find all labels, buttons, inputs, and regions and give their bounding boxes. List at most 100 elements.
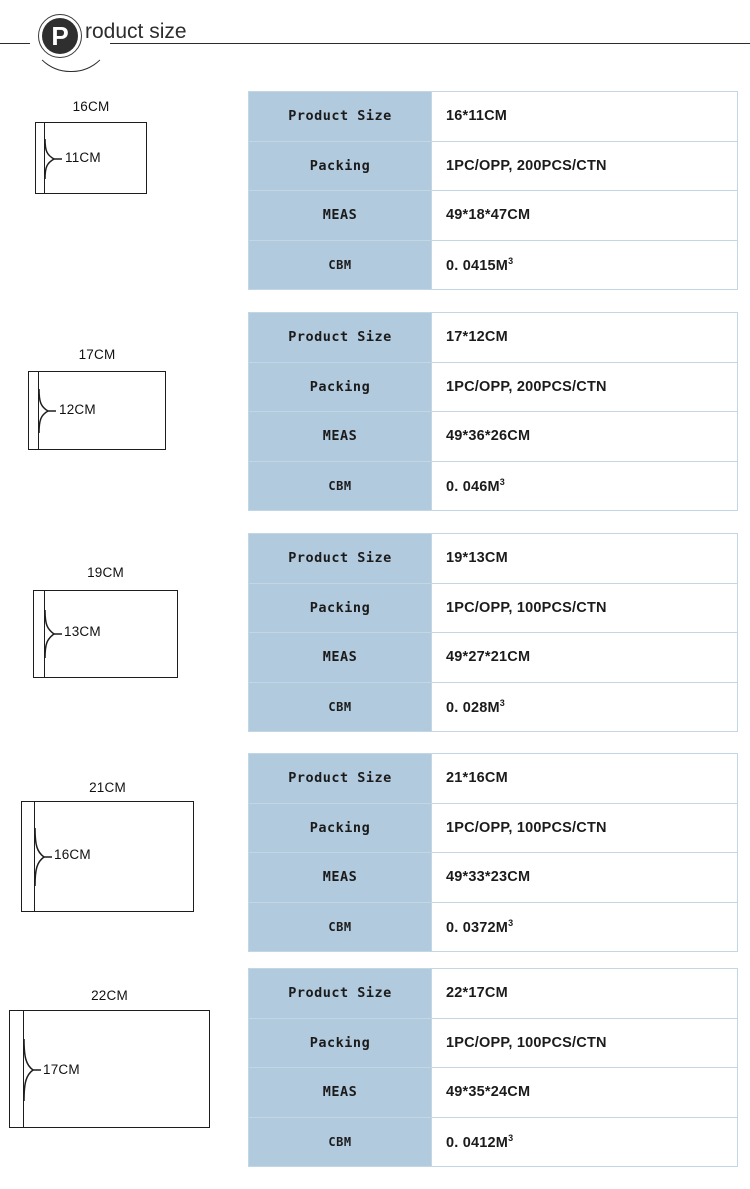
row-value-cbm: 0. 046M3 [431,460,738,511]
spec-table: Product Size 21*16CM Packing 1PC/OPP, 10… [248,753,738,952]
row-value-meas: 49*27*21CM [431,632,738,683]
row-value-product-size: 17*12CM [431,312,738,363]
spec-block: 22CM 17CM Product Size 22*17CM Packing 1… [0,968,750,1167]
table-row: Product Size 21*16CM [248,753,738,804]
bag-width-label: 16CM [72,99,110,114]
table-row: Packing 1PC/OPP, 100PCS/CTN [248,802,738,853]
row-label-product-size: Product Size [248,312,432,363]
row-value-cbm: 0. 028M3 [431,681,738,732]
bag-diagram: 21CM 16CM [21,758,194,923]
bag-diagram: 16CM 11CM [35,99,147,213]
spec-table: Product Size 16*11CM Packing 1PC/OPP, 20… [248,91,738,290]
page-header: P roduct size [0,0,750,72]
row-label-product-size: Product Size [248,91,432,142]
cbm-number: 0. 0372M [446,919,509,936]
row-value-cbm: 0. 0372M3 [431,901,738,952]
row-label-packing: Packing [248,1017,432,1068]
spec-table: Product Size 22*17CM Packing 1PC/OPP, 10… [248,968,738,1167]
product-badge-letter-icon: P [42,18,78,54]
row-value-packing: 1PC/OPP, 100PCS/CTN [431,582,738,633]
bag-height-label: 17CM [43,1062,80,1077]
cbm-exponent: 3 [508,1132,514,1143]
bag-outline [9,1010,210,1128]
row-label-cbm: CBM [248,681,432,732]
row-label-meas: MEAS [248,190,432,241]
cbm-exponent: 3 [508,917,514,928]
table-row: MEAS 49*35*24CM [248,1067,738,1118]
height-brace-icon [43,139,65,179]
bag-flap-line [23,1011,24,1127]
table-row: Packing 1PC/OPP, 200PCS/CTN [248,140,738,191]
spec-block: 17CM 12CM Product Size 17*12CM Packing 1… [0,312,750,511]
spec-table: Product Size 17*12CM Packing 1PC/OPP, 20… [248,312,738,511]
row-value-meas: 49*33*23CM [431,852,738,903]
row-value-packing: 1PC/OPP, 200PCS/CTN [431,140,738,191]
row-value-product-size: 22*17CM [431,968,738,1019]
row-label-product-size: Product Size [248,533,432,584]
bag-width-label: 19CM [87,565,124,580]
cbm-exponent: 3 [499,697,506,708]
table-row: CBM 0. 0415M3 [248,239,738,290]
row-label-cbm: CBM [248,239,432,290]
height-brace-icon [37,389,59,433]
row-label-meas: MEAS [248,1067,432,1118]
cbm-number: 0. 028M [446,699,500,716]
row-label-packing: Packing [248,140,432,191]
cbm-number: 0. 0412M [446,1134,509,1151]
row-label-packing: Packing [248,802,432,853]
row-label-product-size: Product Size [248,968,432,1019]
table-row: MEAS 49*18*47CM [248,190,738,241]
row-value-product-size: 19*13CM [431,533,738,584]
table-row: CBM 0. 028M3 [248,681,738,732]
bag-flap-line [44,591,45,677]
row-label-meas: MEAS [248,411,432,462]
row-value-meas: 49*35*24CM [431,1067,738,1118]
row-value-packing: 1PC/OPP, 100PCS/CTN [431,802,738,853]
bag-height-label: 13CM [64,624,101,639]
table-row: Product Size 22*17CM [248,968,738,1019]
row-value-packing: 1PC/OPP, 100PCS/CTN [431,1017,738,1068]
row-value-packing: 1PC/OPP, 200PCS/CTN [431,361,738,412]
bag-diagram: 22CM 17CM [9,973,210,1148]
table-row: CBM 0. 046M3 [248,460,738,511]
table-row: Product Size 16*11CM [248,91,738,142]
spec-block: 21CM 16CM Product Size 21*16CM Packing 1… [0,753,750,952]
height-brace-icon [43,610,65,658]
row-value-meas: 49*36*26CM [431,411,738,462]
row-label-meas: MEAS [248,632,432,683]
row-value-meas: 49*18*47CM [431,190,738,241]
table-row: Packing 1PC/OPP, 200PCS/CTN [248,361,738,412]
cbm-number: 0. 0415M [446,257,509,274]
table-row: MEAS 49*33*23CM [248,852,738,903]
spec-table: Product Size 19*13CM Packing 1PC/OPP, 10… [248,533,738,732]
bag-width-label: 22CM [91,988,128,1003]
bag-height-label: 11CM [65,150,101,165]
bag-height-label: 16CM [54,847,91,862]
row-label-cbm: CBM [248,1116,432,1167]
table-row: MEAS 49*27*21CM [248,632,738,683]
row-label-cbm: CBM [248,901,432,952]
table-row: Product Size 17*12CM [248,312,738,363]
page-title: roduct size [85,20,187,43]
cbm-exponent: 3 [499,476,506,487]
bag-height-label: 12CM [59,402,96,417]
cbm-exponent: 3 [508,255,514,266]
row-label-packing: Packing [248,582,432,633]
bag-flap-line [34,802,35,911]
bag-flap-line [38,372,39,449]
table-row: Packing 1PC/OPP, 100PCS/CTN [248,582,738,633]
bag-width-label: 21CM [89,780,126,795]
table-row: Packing 1PC/OPP, 100PCS/CTN [248,1017,738,1068]
spec-block: 19CM 13CM Product Size 19*13CM Packing 1… [0,533,750,732]
table-row: Product Size 19*13CM [248,533,738,584]
row-label-product-size: Product Size [248,753,432,804]
row-value-product-size: 16*11CM [431,91,738,142]
bag-diagram: 19CM 13CM [33,538,178,683]
header-divider-line [0,43,750,44]
table-row: CBM 0. 0412M3 [248,1116,738,1167]
table-row: MEAS 49*36*26CM [248,411,738,462]
header-divider-arc [30,30,112,72]
cbm-number: 0. 046M [446,478,500,495]
bag-flap-line [44,123,45,193]
row-label-packing: Packing [248,361,432,412]
